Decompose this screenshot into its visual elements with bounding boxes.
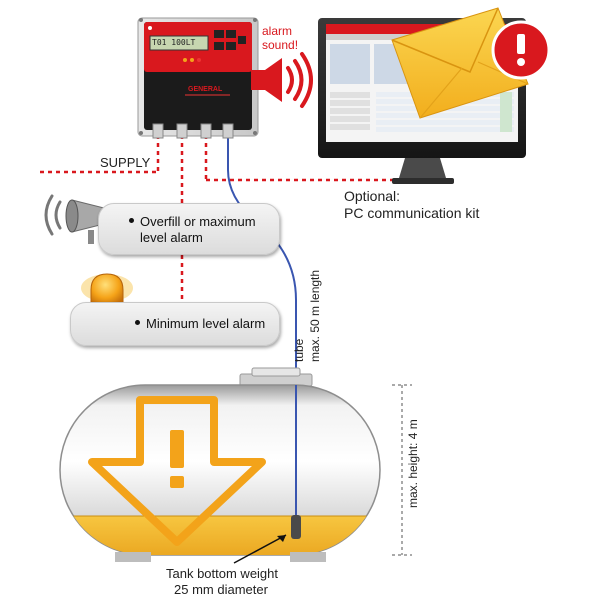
- minimum-alarm-callout: Minimum level alarm: [70, 302, 280, 346]
- overfill-line1: Overfill or maximum: [140, 214, 256, 229]
- controller-brand: GENERAL: [188, 86, 223, 93]
- supply-label: SUPPLY: [100, 155, 151, 170]
- tube-label: tube: [292, 338, 306, 362]
- bottom-weight: [291, 515, 301, 539]
- tube-length-label: max. 50 m length: [308, 269, 322, 362]
- height-label: max. height: 4 m: [406, 419, 420, 508]
- weight-label-line1: Tank bottom weight: [166, 566, 279, 581]
- controller-display: T01 100LT: [152, 38, 196, 47]
- pc-kit-label: PC communication kit: [344, 205, 480, 221]
- exclamation-icon: [491, 20, 551, 80]
- bullet: [135, 320, 140, 326]
- height-dimension: [392, 384, 412, 556]
- weight-label-line2: 25 mm diameter: [174, 582, 268, 597]
- envelope-icon: [391, 7, 529, 119]
- speaker-icon: [251, 52, 313, 108]
- overfill-line2: level alarm: [140, 230, 203, 245]
- bullet: [129, 218, 134, 224]
- minimum-label: Minimum level alarm: [146, 316, 266, 331]
- optional-label: Optional:: [344, 188, 401, 204]
- alarm-sound-label: alarm sound!: [262, 24, 299, 52]
- warning-arrow: [88, 396, 266, 546]
- overfill-alarm-callout: Overfill or maximum level alarm: [98, 203, 280, 255]
- tank: [59, 367, 381, 562]
- controller-unit: [137, 17, 259, 139]
